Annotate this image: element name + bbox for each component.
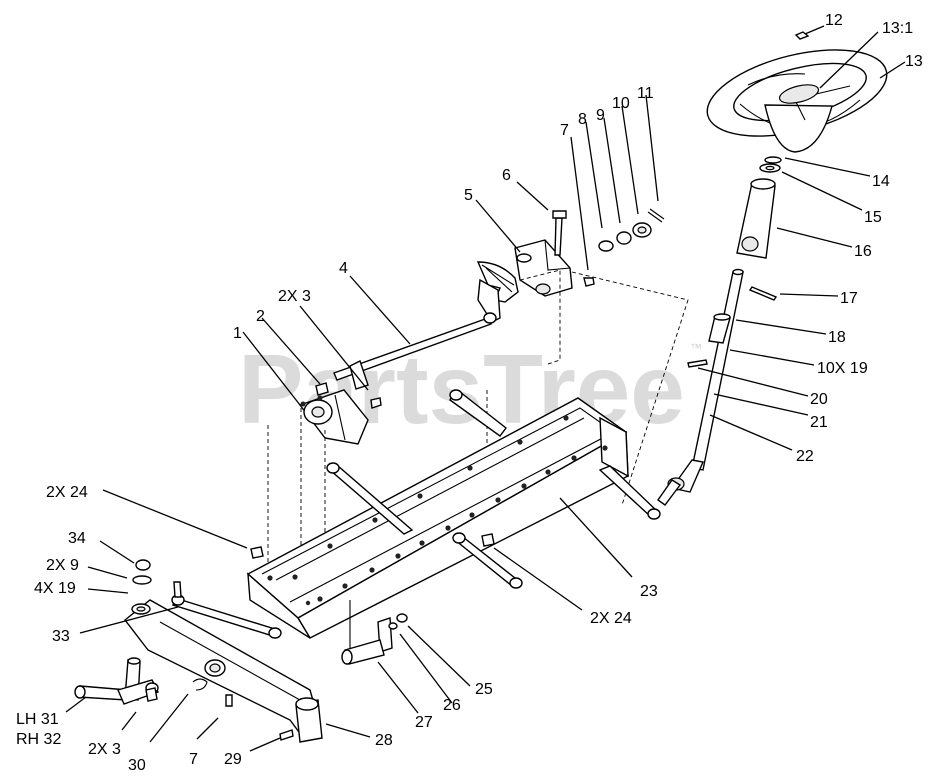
callout-2x3-bottom: 2X 3 xyxy=(88,741,121,758)
callout-13: 13 xyxy=(905,53,923,70)
callout-2x3-top: 2X 3 xyxy=(278,288,311,305)
callout-14: 14 xyxy=(872,173,890,190)
pin-20 xyxy=(687,359,708,368)
drag-link xyxy=(333,312,497,390)
callout-30: 30 xyxy=(128,757,146,774)
callout-7-bottom: 7 xyxy=(189,751,198,768)
callout-4: 4 xyxy=(339,260,348,277)
leader-lines xyxy=(65,25,906,752)
bolt-6 xyxy=(552,210,567,256)
callout-26: 26 xyxy=(443,697,461,714)
callout-10: 10 xyxy=(612,95,630,112)
nuts-25-26 xyxy=(388,613,408,630)
callout-20: 20 xyxy=(810,391,828,408)
callout-34: 34 xyxy=(68,530,86,547)
upper-bracket xyxy=(514,239,573,297)
callout-6: 6 xyxy=(502,167,511,184)
callout-29: 29 xyxy=(224,751,242,768)
callout-9: 9 xyxy=(596,107,605,124)
callout-2: 2 xyxy=(256,308,265,325)
callout-2x9: 2X 9 xyxy=(46,557,79,574)
column-sleeve xyxy=(736,178,776,259)
callout-2x24-left: 2X 24 xyxy=(46,484,88,501)
grease-fitting-7 xyxy=(225,694,233,707)
callout-13-1: 13:1 xyxy=(882,20,913,37)
watermark-trademark: ™ xyxy=(690,341,702,355)
callout-21: 21 xyxy=(810,414,828,431)
callout-1: 1 xyxy=(233,325,242,342)
cotter-pin-11 xyxy=(647,208,665,223)
pivot-bracket xyxy=(298,382,382,445)
pin-17 xyxy=(748,286,778,301)
bolt-24-left xyxy=(250,546,264,559)
callout-17: 17 xyxy=(840,290,858,307)
callout-rh32: RH 32 xyxy=(16,731,61,748)
steering-wheel xyxy=(706,49,888,153)
callout-2x24-bottom: 2X 24 xyxy=(590,610,632,627)
steering-shaft xyxy=(657,268,744,506)
bolt-24-bottom xyxy=(481,533,495,547)
callout-labels: 12 13:1 13 14 15 16 17 18 10X 19 20 21 2… xyxy=(16,12,923,774)
callout-27: 27 xyxy=(415,714,433,731)
front-axle xyxy=(124,599,323,743)
bushings-8-9-10 xyxy=(598,222,652,252)
callout-10x19: 10X 19 xyxy=(817,360,868,377)
callout-22: 22 xyxy=(796,448,814,465)
frame-crossbars xyxy=(326,462,661,589)
nut-7-top xyxy=(583,277,595,287)
spindle-lh xyxy=(74,657,159,705)
callout-12: 12 xyxy=(825,12,843,29)
bolt-3-bottom xyxy=(145,687,158,702)
callout-16: 16 xyxy=(854,243,872,260)
callout-4x19: 4X 19 xyxy=(34,580,76,597)
callout-28: 28 xyxy=(375,732,393,749)
callout-8: 8 xyxy=(578,111,587,128)
callout-15: 15 xyxy=(864,209,882,226)
callout-18: 18 xyxy=(828,329,846,346)
sector-gear xyxy=(476,261,519,323)
tie-rod xyxy=(171,581,282,639)
clip-30 xyxy=(192,678,208,691)
callout-33: 33 xyxy=(52,628,70,645)
washers-14-15 xyxy=(759,156,782,173)
callout-11: 11 xyxy=(637,85,654,102)
callout-25: 25 xyxy=(475,681,493,698)
spindle-washers xyxy=(131,559,152,615)
callout-lh31: LH 31 xyxy=(16,711,59,728)
callout-7-top: 7 xyxy=(560,122,569,139)
callout-23: 23 xyxy=(640,583,658,600)
callout-5: 5 xyxy=(464,187,473,204)
pin-29 xyxy=(279,729,294,741)
